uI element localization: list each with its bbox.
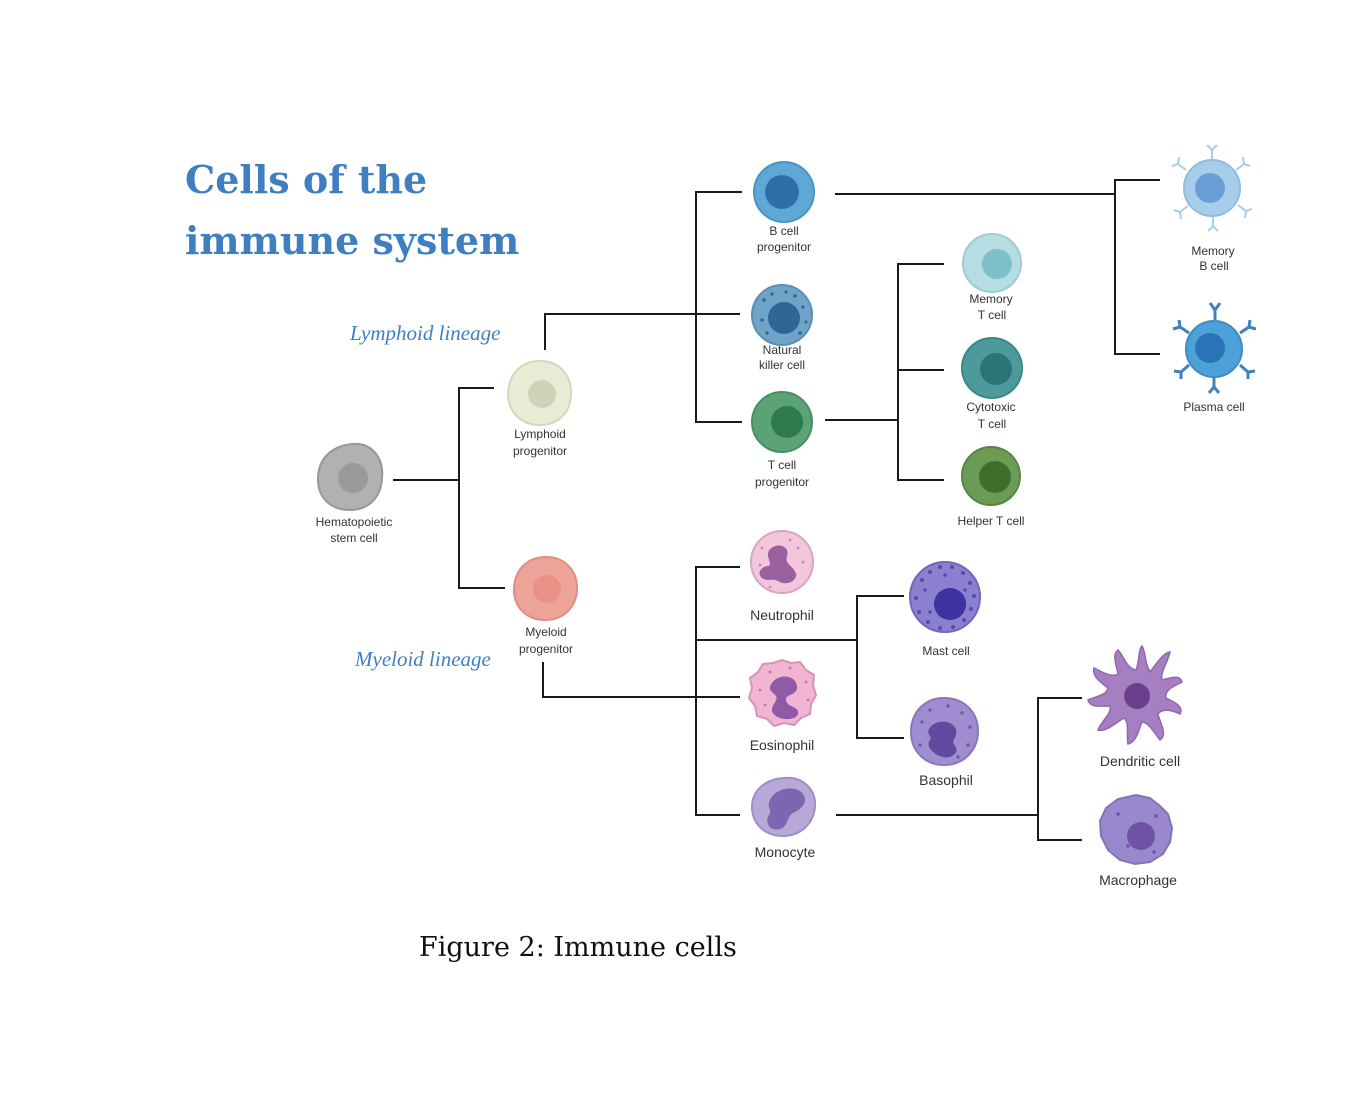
dendritic-cell: Dendritic cell xyxy=(1087,644,1183,769)
label-nk-cell-line-1: Natural xyxy=(763,343,802,357)
memory-t-cell: Memory T cell xyxy=(962,233,1022,322)
label-macrophage: Macrophage xyxy=(1099,872,1177,888)
diagram-title-line-1: Cells of the xyxy=(185,157,427,202)
lymphoid-progenitor-cell: Lymphoid progenitor xyxy=(506,359,573,458)
label-neutrophil: Neutrophil xyxy=(750,607,814,623)
label-cytotoxic-t-line-1: Cytotoxic xyxy=(966,400,1015,414)
cytotoxic-t-cell: Cytotoxic T cell xyxy=(961,337,1023,431)
figure-caption: Figure 2: Immune cells xyxy=(419,932,737,963)
label-eosinophil: Eosinophil xyxy=(750,737,815,753)
label-mast: Mast cell xyxy=(922,644,969,658)
memory-b-cell: Memory B cell xyxy=(1171,144,1253,273)
eosinophil-cell: Eosinophil xyxy=(747,658,818,753)
label-cytotoxic-t-line-2: T cell xyxy=(978,417,1006,431)
diagram-title-line-2: immune system xyxy=(185,218,519,263)
label-stem-line-2: stem cell xyxy=(330,531,377,545)
label-lymphoid-progenitor-line-2: progenitor xyxy=(513,444,567,458)
neutrophil-cell: Neutrophil xyxy=(750,530,814,623)
hematopoietic-stem-cell: Hematopoietic stem cell xyxy=(316,442,393,545)
label-basophil: Basophil xyxy=(919,772,973,788)
myeloid-progenitor-cell: Myeloid progenitor xyxy=(512,555,579,656)
label-memory-b-line-1: Memory xyxy=(1191,244,1234,258)
label-plasma: Plasma cell xyxy=(1183,400,1244,414)
label-memory-t-line-1: Memory xyxy=(969,292,1012,306)
label-b-cell-progenitor-line-2: progenitor xyxy=(757,240,811,254)
label-lymphoid-progenitor-line-1: Lymphoid xyxy=(514,427,566,441)
label-myeloid-progenitor-line-1: Myeloid xyxy=(525,625,566,639)
monocyte-cell: Monocyte xyxy=(750,776,817,860)
label-memory-t-line-2: T cell xyxy=(978,308,1006,322)
label-nk-cell-line-2: killer cell xyxy=(759,358,805,372)
label-memory-b-line-2: B cell xyxy=(1199,259,1228,273)
label-t-cell-progenitor-line-1: T cell xyxy=(768,458,796,472)
label-dendritic: Dendritic cell xyxy=(1100,753,1180,769)
b-cell-progenitor-cell: B cell progenitor xyxy=(753,161,815,254)
label-helper-t: Helper T cell xyxy=(958,514,1025,528)
plasma-cell: Plasma cell xyxy=(1172,302,1257,414)
helper-t-cell: Helper T cell xyxy=(958,446,1025,528)
label-stem-line-1: Hematopoietic xyxy=(316,515,393,529)
mast-cell: Mast cell xyxy=(909,561,981,658)
macrophage-cell: Macrophage xyxy=(1098,793,1177,888)
lymphoid-lineage-label: Lymphoid lineage xyxy=(349,321,500,345)
label-b-cell-progenitor-line-1: B cell xyxy=(769,224,798,238)
natural-killer-cell: Natural killer cell xyxy=(751,284,813,372)
connector-lines xyxy=(393,179,1160,841)
label-monocyte: Monocyte xyxy=(755,844,816,860)
t-cell-progenitor-cell: T cell progenitor xyxy=(751,391,813,489)
label-myeloid-progenitor-line-2: progenitor xyxy=(519,642,573,656)
myeloid-lineage-label: Myeloid lineage xyxy=(354,647,491,671)
basophil-cell: Basophil xyxy=(909,696,980,788)
label-t-cell-progenitor-line-2: progenitor xyxy=(755,475,809,489)
